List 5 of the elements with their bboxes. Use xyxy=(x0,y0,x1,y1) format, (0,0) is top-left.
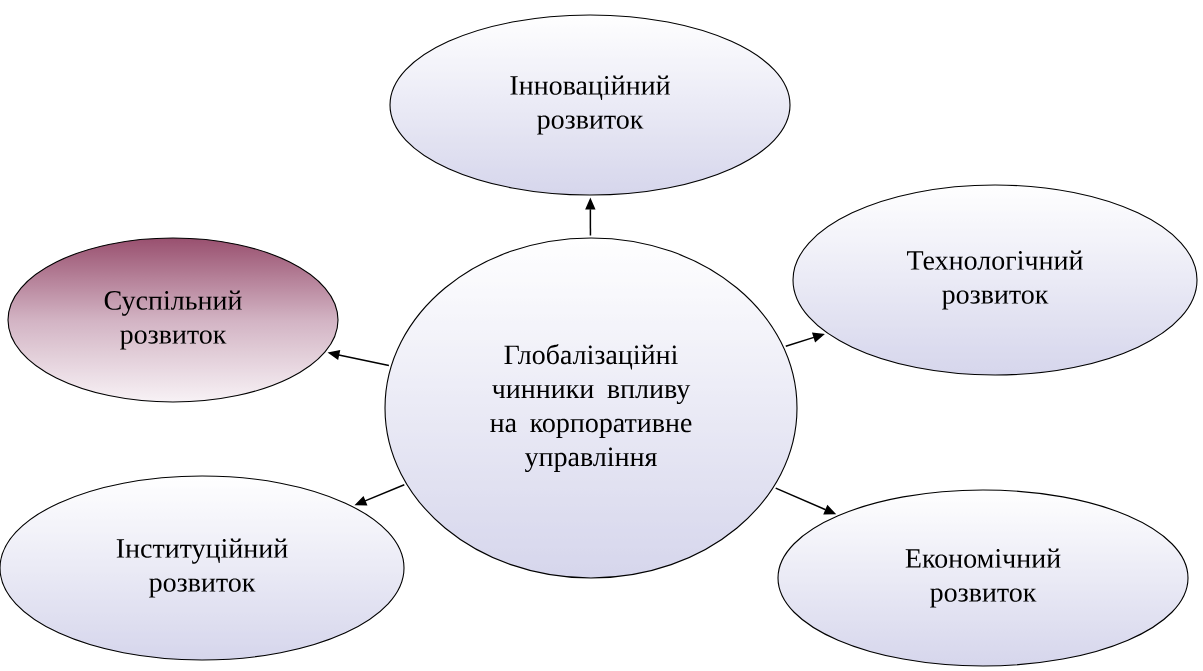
ellipse-node: Інноваційний розвиток xyxy=(389,14,791,196)
ellipse-node: Суспільний розвиток xyxy=(7,237,339,403)
ellipse-node: Технологічний розвиток xyxy=(792,184,1198,376)
ellipse-node: Економічний розвиток xyxy=(777,489,1189,667)
ellipse-node: Інституційний розвиток xyxy=(0,475,405,661)
